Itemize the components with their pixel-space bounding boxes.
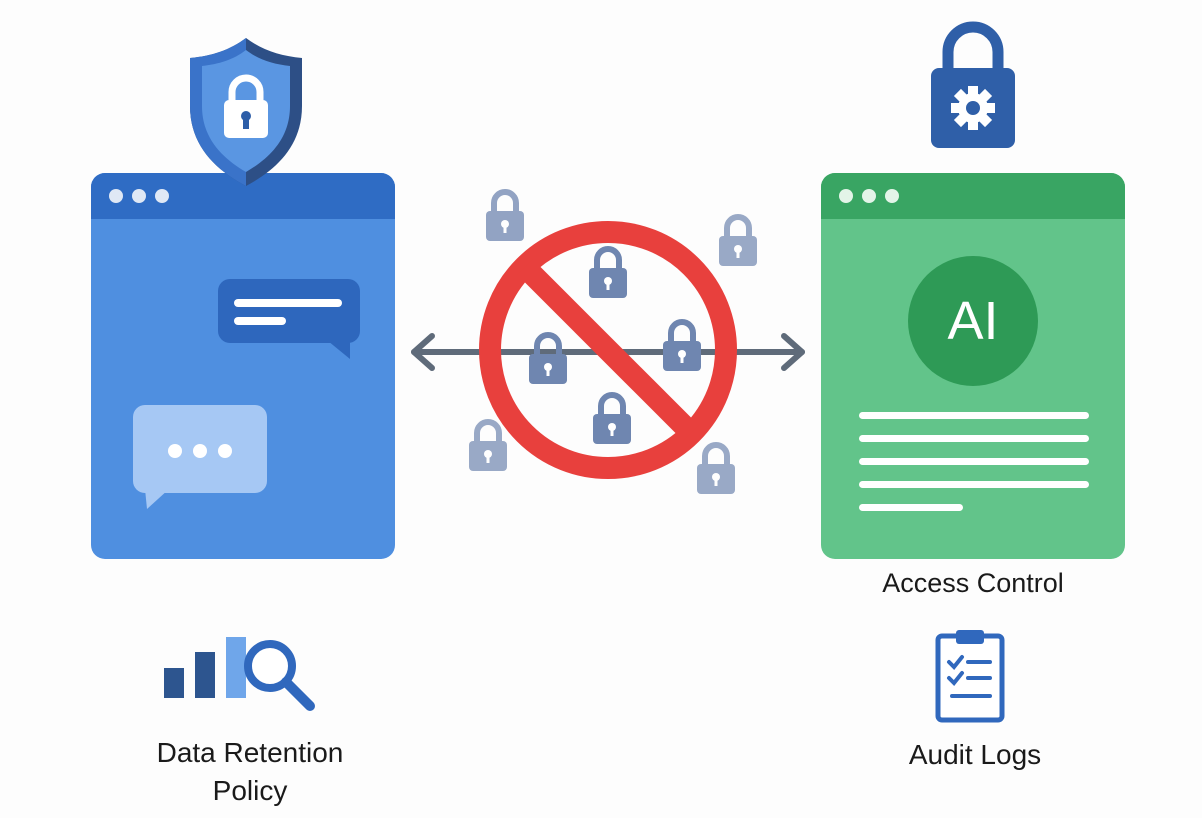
padlock-icon bbox=[719, 214, 757, 266]
window-dot bbox=[132, 189, 146, 203]
typing-bubble-icon bbox=[133, 405, 267, 509]
padlock-icon bbox=[697, 442, 735, 494]
padlock-icon bbox=[593, 392, 631, 444]
text-line bbox=[859, 458, 1089, 465]
text-line bbox=[859, 435, 1089, 442]
lock-gear-icon bbox=[931, 21, 1015, 148]
window-dot bbox=[885, 189, 899, 203]
padlock-icon bbox=[663, 319, 701, 371]
label-line: Policy bbox=[212, 775, 288, 806]
shield-lock-icon bbox=[190, 38, 302, 186]
chat-bubble-icon bbox=[218, 279, 360, 359]
padlock-icon bbox=[589, 246, 627, 298]
padlock-icon bbox=[486, 189, 524, 241]
ai-badge: AI bbox=[908, 256, 1038, 386]
text-line bbox=[859, 481, 1089, 488]
blocked-connection bbox=[411, 189, 805, 494]
window-dot bbox=[109, 189, 123, 203]
text-line bbox=[859, 504, 963, 511]
window-dot bbox=[155, 189, 169, 203]
ai-window: AI bbox=[821, 173, 1125, 559]
data-retention-policy-label: Data Retention Policy bbox=[110, 734, 390, 810]
clipboard-checklist-icon bbox=[935, 630, 1005, 723]
ai-badge-text: AI bbox=[947, 291, 999, 351]
access-control-label: Access Control bbox=[882, 568, 1064, 598]
bar-chart-search-icon bbox=[164, 637, 315, 711]
padlock-icon bbox=[529, 332, 567, 384]
prohibited-icon bbox=[479, 221, 737, 479]
label-line: Data Retention bbox=[156, 737, 344, 768]
audit-logs-label: Audit Logs bbox=[908, 739, 1042, 770]
window-dot bbox=[862, 189, 876, 203]
window-titlebar bbox=[821, 173, 1125, 219]
chat-window bbox=[91, 173, 395, 559]
padlock-icon bbox=[469, 419, 507, 471]
text-line bbox=[859, 412, 1089, 419]
window-dot bbox=[839, 189, 853, 203]
